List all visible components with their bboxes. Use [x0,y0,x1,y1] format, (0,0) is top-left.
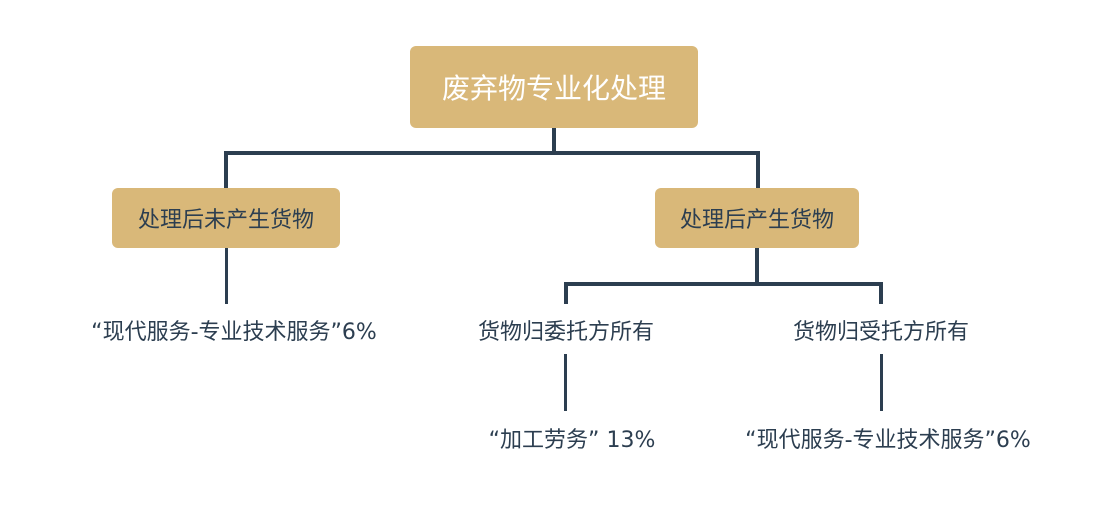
label-goods-to-consignee: 货物归受托方所有 [792,320,970,345]
node-no-goods: 处理后未产生货物 [112,188,340,248]
connector-left-drop [224,151,228,188]
node-goods-produced: 处理后产生货物 [655,188,859,248]
node-no-goods-label: 处理后未产生货物 [137,208,314,233]
connector-consignor-leaf [564,354,567,411]
leaf-consignor-tax: “加工劳务” 13% [488,428,656,453]
leaf-no-goods-tax: “现代服务-专业技术服务”6% [91,320,377,345]
label-goods-to-consignor: 货物归委托方所有 [477,320,655,345]
connector-consignee-drop [879,282,883,304]
connector-consignee-leaf [880,354,883,411]
root-node-label: 废弃物专业化处理 [441,72,666,105]
connector-level1-bar [224,151,760,155]
connector-level2-bar [564,282,883,286]
connector-left-leaf [225,248,228,304]
node-goods-produced-label: 处理后产生货物 [679,208,834,233]
connector-right-stem [755,248,759,284]
connector-consignor-drop [564,282,568,304]
root-node: 废弃物专业化处理 [410,46,698,128]
leaf-consignee-tax: “现代服务-专业技术服务”6% [745,428,1031,453]
connector-right-drop [756,151,760,188]
connector-root-stem [552,128,556,154]
